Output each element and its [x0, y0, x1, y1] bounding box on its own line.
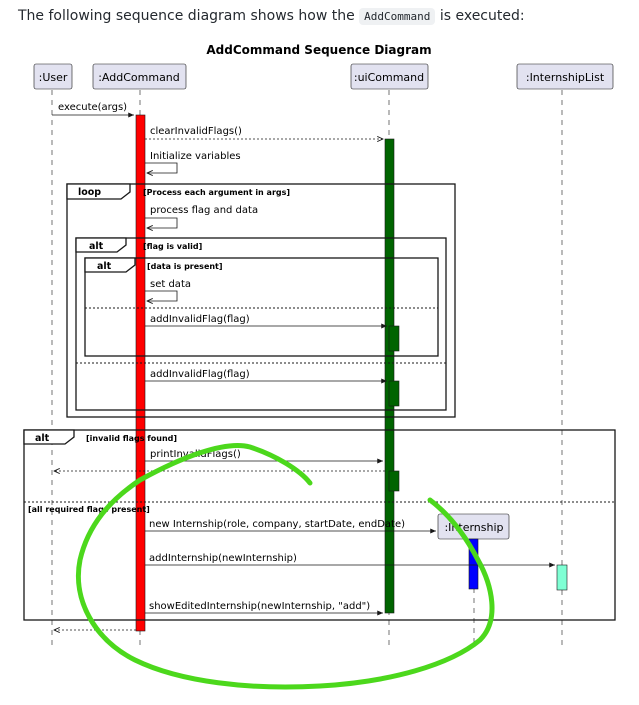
lifelines	[51, 90, 563, 645]
fragment-loop-tag: loop	[78, 187, 101, 198]
fragment-alt-data-condition: [data is present]	[147, 262, 223, 271]
fragment-alt-data-tag: alt	[97, 261, 112, 272]
intro-text: The following sequence diagram shows how…	[18, 8, 525, 25]
activation-internshiplist	[556, 564, 568, 591]
participant-uicommand: :uiCommand	[350, 63, 429, 90]
participant-addcommand-label: :AddCommand	[98, 71, 180, 84]
participant-uicommand-label: :uiCommand	[354, 71, 424, 84]
intro-after: is executed:	[435, 8, 525, 24]
intro-code: AddCommand	[359, 8, 436, 25]
participant-user-label: :User	[39, 71, 68, 84]
diagram-title: AddCommand Sequence Diagram	[206, 43, 431, 57]
activation-uicommand-nested-1	[388, 325, 400, 352]
fragment-alt-invalid-tag: alt	[35, 433, 50, 444]
participant-user: :User	[33, 63, 73, 90]
message-addinvalidflag2-label: addInvalidFlag(flag)	[150, 369, 250, 380]
activation-addcommand	[135, 114, 146, 632]
participant-internshiplist: :InternshipList	[516, 63, 614, 90]
fragment-alt-invalid-else-condition: [all required flags present]	[28, 505, 150, 514]
message-newinternship-label: new Internship(role, company, startDate,…	[149, 519, 405, 530]
fragment-loop-condition: [Process each argument in args]	[143, 188, 290, 197]
message-clearinvalidflags-label: clearInvalidFlags()	[150, 126, 242, 137]
fragment-alt-valid-condition: [flag is valid]	[143, 242, 202, 251]
annotation-scribble	[76, 443, 495, 690]
activation-uicommand-nested-3	[388, 470, 400, 492]
message-processflag-label: process flag and data	[150, 205, 258, 216]
fragment-alt-data: alt [data is present]	[84, 257, 439, 357]
fragment-loop: loop [Process each argument in args]	[66, 183, 456, 418]
activation-uicommand-nested-2	[388, 380, 400, 407]
fragment-alt-invalid-condition: [invalid flags found]	[86, 434, 177, 443]
message-addinvalidflag1-label: addInvalidFlag(flag)	[150, 314, 250, 325]
fragment-alt-valid-tag: alt	[89, 241, 104, 252]
message-setdata-label: set data	[150, 279, 191, 290]
message-setdata-self	[145, 290, 178, 301]
message-initvars-self	[145, 162, 178, 173]
message-showedited-label: showEditedInternship(newInternship, "add…	[149, 601, 370, 612]
message-processflag-self	[145, 217, 178, 228]
fragment-alt-valid: alt [flag is valid]	[75, 237, 447, 411]
participant-internshiplist-label: :InternshipList	[526, 71, 605, 84]
intro-before: The following sequence diagram shows how…	[18, 8, 360, 24]
activation-uicommand	[384, 138, 395, 614]
message-addinternship-label: addInternship(newInternship)	[149, 553, 297, 564]
message-execute-label: execute(args)	[58, 102, 127, 113]
message-initvars-label: Initialize variables	[150, 151, 241, 162]
fragment-alt-invalid: alt [invalid flags found] [all required …	[23, 429, 616, 621]
participant-addcommand: :AddCommand	[92, 63, 187, 90]
